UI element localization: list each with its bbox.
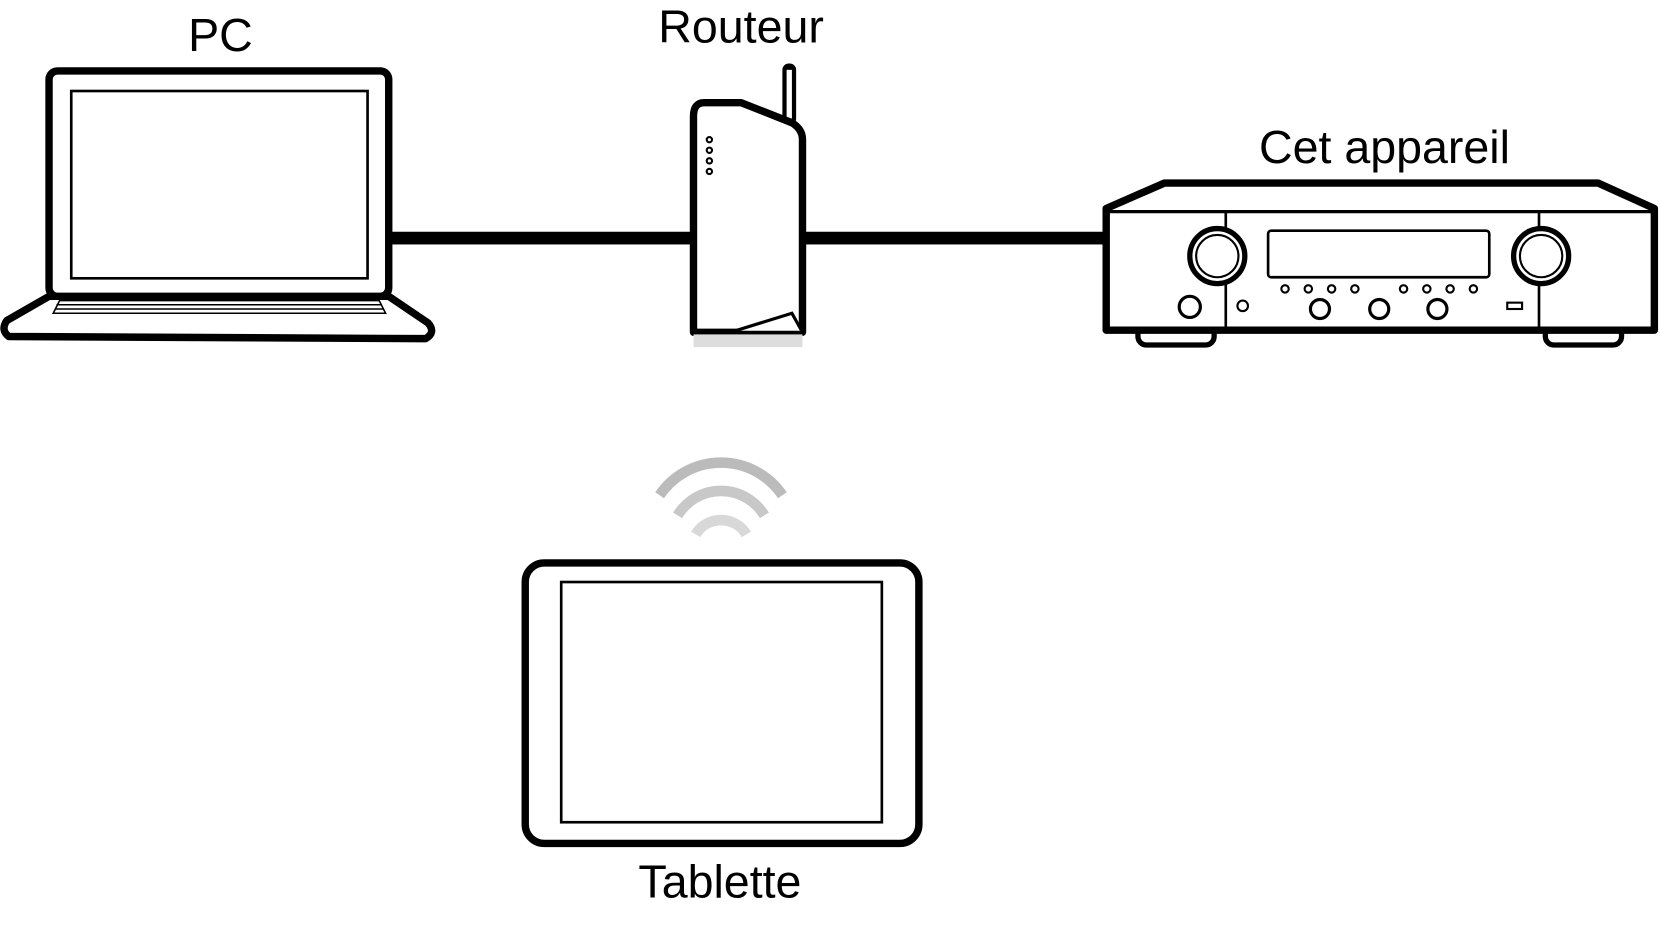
cable-pc-router: [383, 231, 697, 245]
cable-router-device: [799, 231, 1109, 245]
router-icon: [689, 63, 807, 348]
receiver-icon: [1102, 179, 1659, 348]
pc-label: PC: [188, 9, 253, 61]
laptop-icon: [0, 67, 436, 343]
tablet-icon: [521, 559, 923, 848]
keyboard-icon: [51, 299, 387, 315]
device-label: Cet appareil: [1259, 121, 1510, 173]
router-label: Routeur: [658, 0, 824, 52]
tablet-label: Tablette: [638, 855, 801, 907]
wifi-icon: [655, 457, 787, 538]
